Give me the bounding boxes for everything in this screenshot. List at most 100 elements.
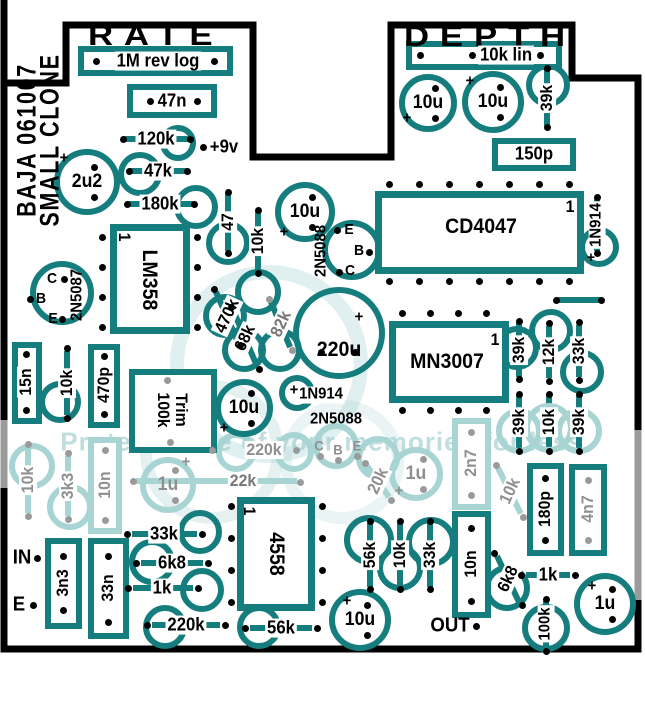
pad-ring [178,510,222,554]
pad [517,571,525,579]
pad [221,621,229,629]
component-label: IN [12,546,32,569]
pad [426,309,434,317]
pad [227,303,235,311]
pad [193,97,201,105]
component-label: 1N914 [297,385,345,404]
pad [64,515,72,523]
pad [519,513,527,521]
pad [467,428,475,436]
component-label: 10k [539,406,559,438]
pad [385,277,393,285]
pad [545,447,553,455]
component-label: 220k [244,440,284,460]
component-label: C [46,270,58,288]
component-label: 3k3 [58,470,78,502]
pad [236,341,244,349]
cap-1u-1-label: 1u [157,474,179,496]
pad [199,143,207,151]
component-label: 10k [248,225,268,257]
pad [431,84,439,92]
pad [193,263,201,271]
pad [193,323,201,331]
pad [552,296,560,304]
polarity-mark: + [279,223,289,241]
cap-1u-2 [389,447,443,501]
cap-220u-label: 220u [316,337,362,361]
pad [575,390,583,398]
component-label: 12k [539,336,559,368]
component-label: Trim 100k [154,392,191,428]
pad [472,622,480,630]
pad [241,624,249,632]
component-label: 1 [565,197,575,217]
pad [366,585,374,593]
pad [351,348,359,356]
pad [426,406,434,414]
ic-lm358 [110,224,190,334]
pad [247,389,255,397]
pad [59,552,67,560]
component-label: 4n7 [578,493,598,525]
pad [64,449,72,457]
pad [353,452,361,460]
pad [194,584,202,592]
pad [396,585,404,593]
pad [100,352,108,360]
pad [98,293,106,301]
component-label: C [344,262,356,280]
pad [24,440,32,448]
component-label: 6k8 [156,552,188,573]
pad [475,180,483,188]
pad [545,319,553,327]
component-label: 1M rev log [114,50,202,71]
title-small-clone: SMALL CLONE [34,53,65,227]
pad [515,317,523,325]
component-label: MN3007 [410,349,484,373]
pad [454,309,462,317]
pad [98,233,106,241]
pad [467,491,475,499]
pad [597,296,605,304]
component-label: 120k [135,128,177,149]
pad [445,277,453,285]
pad [58,315,66,323]
component-label: 47 [218,211,238,233]
pad [183,167,191,175]
pad [545,377,553,385]
pad [318,598,326,606]
pad [124,584,132,592]
component-label: 2n7 [461,447,481,479]
component-label: 180p [535,489,555,529]
pad [29,601,37,609]
pad [593,249,601,257]
pad [496,83,504,91]
pad [163,376,171,384]
pad [584,476,592,484]
pad [227,502,235,510]
pad [415,180,423,188]
component-label: 2N5088 [312,224,330,278]
component-label: 33n [98,572,118,604]
pad [467,597,475,605]
component-label: 56k [360,539,380,571]
pad [288,346,296,354]
pad [292,446,300,454]
component-label: 39k [509,406,529,438]
pad [318,502,326,510]
cap-10u-5 [329,589,391,651]
cap-1u-1 [140,457,196,513]
component-label: 39k [569,406,589,438]
pad [193,293,201,301]
pad [100,410,108,418]
cap-10u-3 [275,182,335,242]
pad [536,51,544,59]
pad [22,406,30,414]
pad [254,206,262,214]
cap-10u-2-label: 10u [477,91,509,113]
component-label: 1k [150,577,174,598]
pad [26,295,34,303]
component-label: 150p [513,143,555,164]
pad [318,534,326,542]
pad [193,233,201,241]
